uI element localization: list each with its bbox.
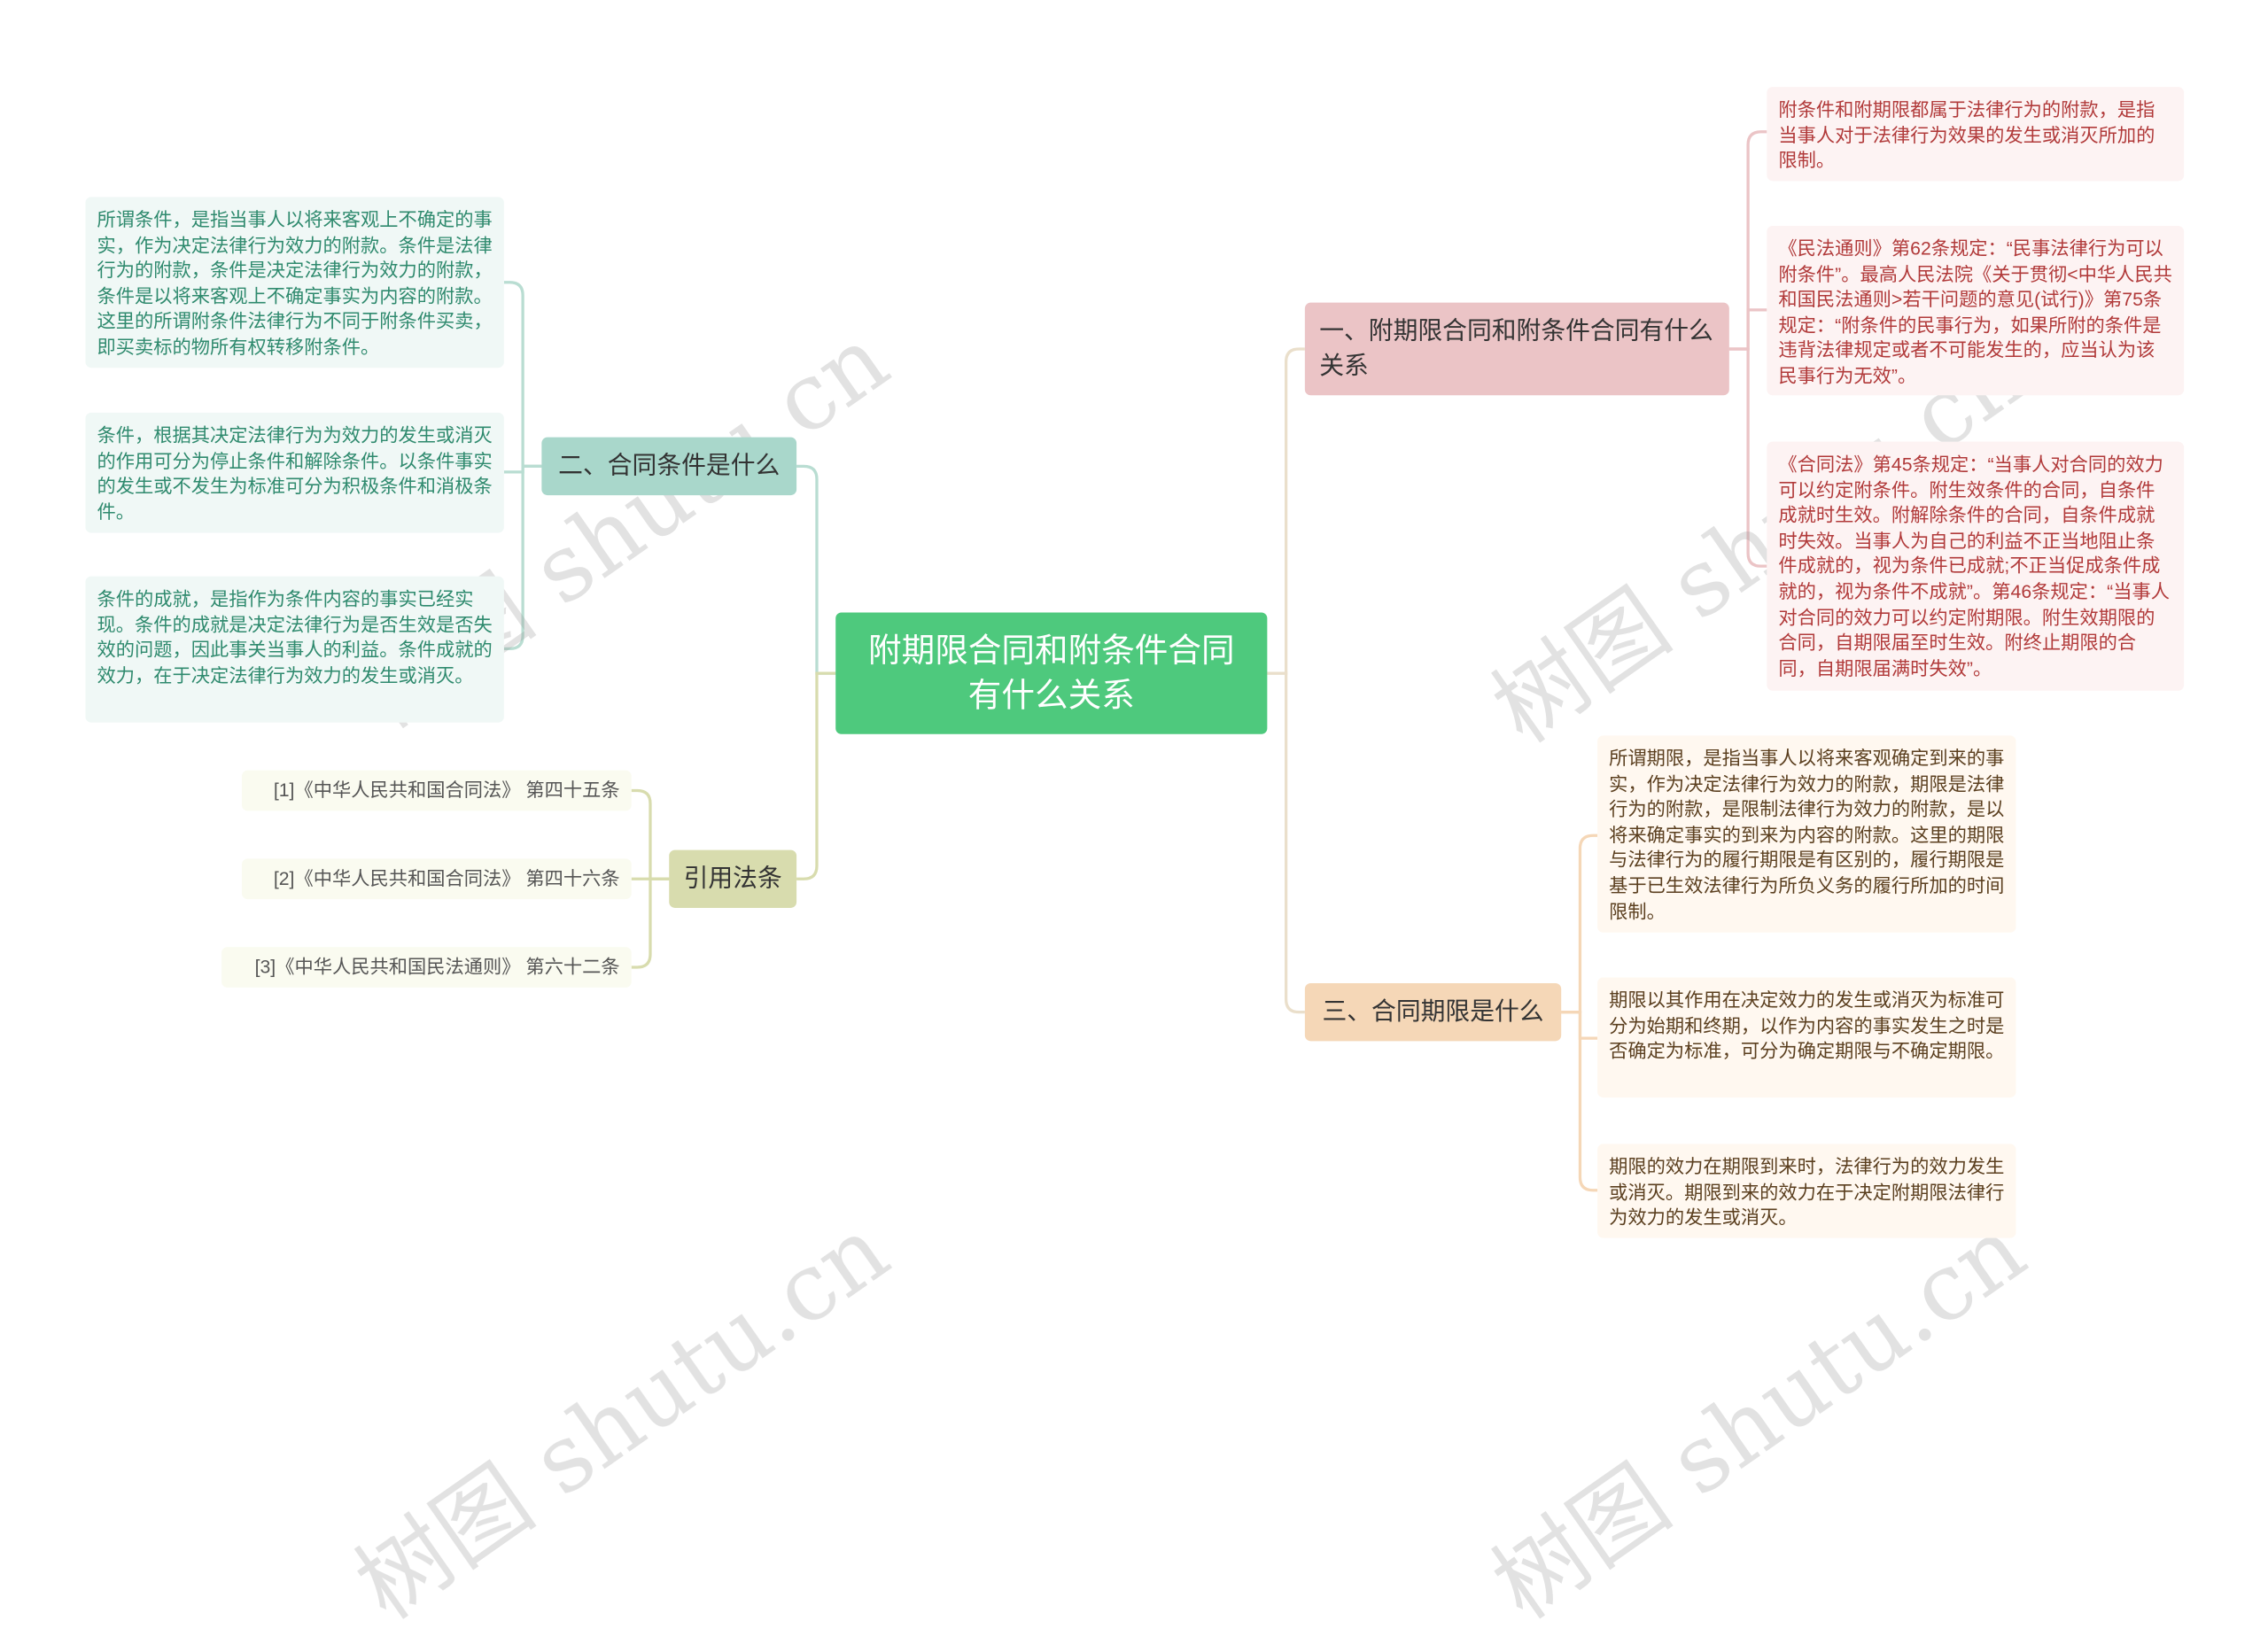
leaf-node[interactable]: 条件，根据其决定法律行为为效力的发生或消灭的作用可分为停止条件和解除条件。以条件… bbox=[85, 412, 504, 533]
leaf-text: 期限的效力在期限到来时，法律行为的效力发生或消灭。期限到来的效力在于决定附期限法… bbox=[1609, 1155, 2005, 1229]
root-topic-label: 附期限合同和附条件合同有什么关系 bbox=[868, 631, 1235, 714]
leaf-node[interactable]: 条件的成就，是指作为条件内容的事实已经实现。条件的成就是决定法律行为是否生效是否… bbox=[85, 576, 504, 723]
connector-lines bbox=[503, 130, 1767, 1192]
branch-relationship-label: 一、附期限合同和附条件合同有什么关系 bbox=[1319, 316, 1713, 380]
leaf-node[interactable]: 《合同法》第45条规定：“当事人对合同的效力可以约定附条件。附生效条件的合同，自… bbox=[1767, 441, 2185, 691]
leaf-node[interactable]: 期限以其作用在决定效力的发生或消灭为标准可分为始期和终期，以作为内容的事实发生之… bbox=[1597, 977, 2016, 1098]
citation-text: [1]《中华人民共和国合同法》 第四十五条 bbox=[273, 779, 620, 801]
leaf-node[interactable]: 附条件和附期限都属于法律行为的附款，是指当事人对于法律行为效果的发生或消灭所加的… bbox=[1767, 87, 2185, 182]
leaf-text: 附条件和附期限都属于法律行为的附款，是指当事人对于法律行为效果的发生或消灭所加的… bbox=[1778, 98, 2155, 172]
citation-item[interactable]: [2]《中华人民共和国合同法》 第四十六条 bbox=[241, 858, 632, 900]
leaf-text: 所谓条件，是指当事人以将来客观上不确定的事实，作为决定法律行为效力的附款。条件是… bbox=[97, 208, 493, 358]
mind-map: 树图 shutu.cn 树图 shutu.cn 树图 shutu.cn 树图 s… bbox=[85, 87, 2185, 1640]
leaf-node[interactable]: 期限的效力在期限到来时，法律行为的效力发生或消灭。期限到来的效力在于决定附期限法… bbox=[1597, 1144, 2016, 1238]
branch-cited-statutes[interactable]: 引用法条 bbox=[669, 849, 797, 908]
leaf-node[interactable]: 《民法通则》第62条规定：“民事法律行为可以附条件”。最高人民法院《关于贯彻<中… bbox=[1767, 226, 2185, 396]
leaf-text: 期限以其作用在决定效力的发生或消灭为标准可分为始期和终期，以作为内容的事实发生之… bbox=[1609, 989, 2005, 1062]
branch-contract-condition-label: 二、合同条件是什么 bbox=[558, 452, 781, 480]
citation-item[interactable]: [1]《中华人民共和国合同法》 第四十五条 bbox=[241, 770, 632, 811]
leaf-node[interactable]: 所谓期限，是指当事人以将来客观确定到来的事实，作为决定法律行为效力的附款，期限是… bbox=[1597, 735, 2016, 933]
branch-relationship[interactable]: 一、附期限合同和附条件合同有什么关系 bbox=[1304, 302, 1729, 396]
citation-text: [2]《中华人民共和国合同法》 第四十六条 bbox=[273, 867, 620, 889]
citation-text: [3]《中华人民共和国民法通则》 第六十二条 bbox=[254, 955, 620, 978]
root-topic[interactable]: 附期限合同和附条件合同有什么关系 bbox=[835, 612, 1268, 734]
citation-item[interactable]: [3]《中华人民共和国民法通则》 第六十二条 bbox=[221, 947, 632, 988]
branch-cited-statutes-label: 引用法条 bbox=[683, 864, 782, 892]
leaf-node[interactable]: 所谓条件，是指当事人以将来客观上不确定的事实，作为决定法律行为效力的附款。条件是… bbox=[85, 197, 504, 368]
leaf-text: 《民法通则》第62条规定：“民事法律行为可以附条件”。最高人民法院《关于贯彻<中… bbox=[1778, 237, 2172, 387]
leaf-text: 条件，根据其决定法律行为为效力的发生或消灭的作用可分为停止条件和解除条件。以条件… bbox=[97, 423, 493, 523]
branch-contract-condition[interactable]: 二、合同条件是什么 bbox=[541, 437, 797, 496]
leaf-text: 所谓期限，是指当事人以将来客观确定到来的事实，作为决定法律行为效力的附款，期限是… bbox=[1609, 747, 2005, 922]
branch-contract-term-label: 三、合同期限是什么 bbox=[1322, 997, 1544, 1026]
leaf-text: 《合同法》第45条规定：“当事人对合同的效力可以约定附条件。附生效条件的合同，自… bbox=[1778, 453, 2170, 679]
leaf-text: 条件的成就，是指作为条件内容的事实已经实现。条件的成就是决定法律行为是否生效是否… bbox=[97, 587, 493, 686]
branch-contract-term[interactable]: 三、合同期限是什么 bbox=[1304, 982, 1562, 1042]
